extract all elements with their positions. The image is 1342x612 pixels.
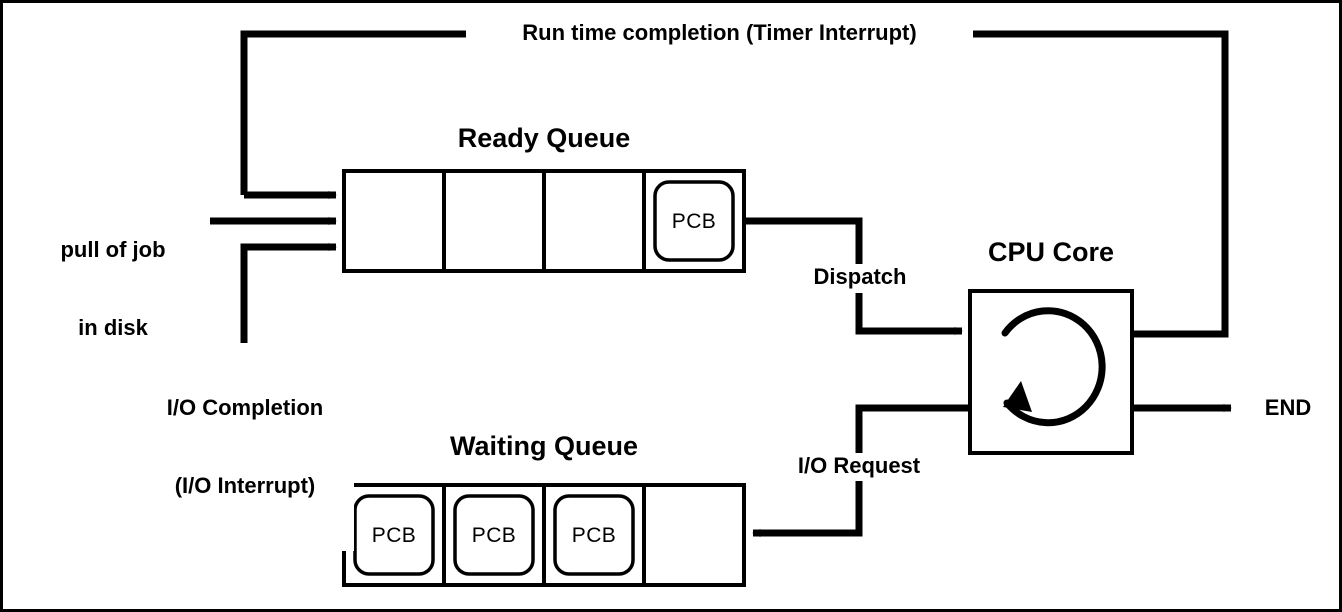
- waiting-queue-cell-pcb-label-3: PCB: [571, 524, 617, 547]
- waiting-queue-cell-pcb-label-2: PCB: [471, 524, 517, 547]
- pull-of-job-line2: in disk: [78, 314, 148, 340]
- cpu-core-frame: [968, 289, 1134, 455]
- pull-of-job-label: pull of job in disk: [23, 185, 203, 393]
- diagram-connectors: [210, 30, 1232, 587]
- io-completion-line1: I/O Completion: [166, 394, 324, 420]
- edge-io-request: [752, 404, 970, 538]
- waiting-queue-cell-pcb-label-1: PCB: [371, 524, 417, 547]
- ready-queue-cell-pcb-label: PCB: [671, 210, 717, 233]
- waiting-queue-title: Waiting Queue: [450, 431, 638, 461]
- pull-of-job-line1: pull of job: [60, 236, 166, 262]
- io-request-label: I/O Request: [763, 453, 955, 479]
- edge-dispatch: [744, 217, 963, 336]
- edge-run-time-completion: [240, 30, 1229, 338]
- io-completion-label: I/O Completion (I/O Interrupt): [136, 343, 354, 551]
- ready-queue-title: Ready Queue: [457, 123, 631, 153]
- io-completion-line2: (I/O Interrupt): [174, 472, 316, 498]
- waiting-queue-frame: [342, 483, 746, 587]
- end-label: END: [1264, 395, 1312, 420]
- ready-queue-frame: [342, 169, 746, 273]
- cpu-core-title: CPU Core: [987, 237, 1115, 267]
- dispatch-label: Dispatch: [765, 264, 955, 290]
- run-time-completion-label: Run time completion (Timer Interrupt): [466, 20, 973, 46]
